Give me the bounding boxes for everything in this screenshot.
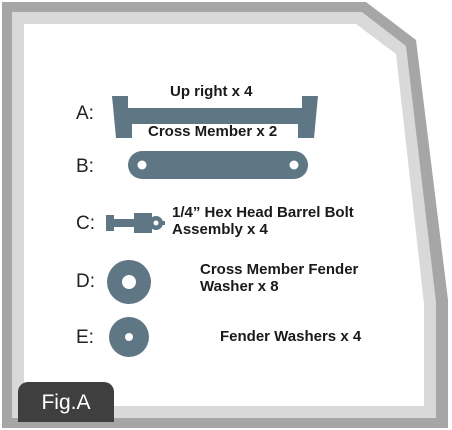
upright-crossmember-icon [112,96,318,138]
row-letter-c: C: [76,213,95,234]
flat-link-bar-icon [128,151,308,179]
row-letter-b: B: [76,156,94,177]
row-letter-a: A: [76,103,94,124]
cross-member-washer-label-line1: Cross Member Fender [200,261,359,278]
cross-member-washer-label-line2: Washer x 8 [200,278,279,295]
figure-tab-label: Fig.A [18,382,114,422]
fender-washers-label: Fender Washers x 4 [220,328,362,345]
barrel-bolt-icon [106,213,165,233]
cross-member-label: Cross Member x 2 [148,123,278,140]
fender-washer-icon [109,317,149,357]
row-letter-e: E: [76,327,94,348]
large-fender-washer-icon [107,260,151,304]
barrel-bolt-label-line1: 1/4” Hex Head Barrel Bolt [172,204,354,221]
upright-label: Up right x 4 [170,83,253,100]
row-letter-d: D: [76,271,95,292]
barrel-bolt-label-line2: Assembly x 4 [172,221,268,238]
